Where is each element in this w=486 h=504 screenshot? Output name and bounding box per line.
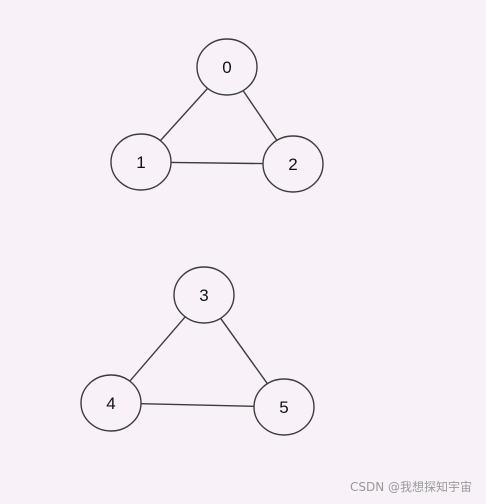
node-circle-3 [173, 266, 235, 324]
csdn-watermark: CSDN @我想探知宇宙 [349, 480, 472, 494]
node-label-0: 0 [222, 58, 231, 77]
node-5: 5 [253, 378, 315, 436]
node-label-5: 5 [279, 398, 288, 417]
edge-1-2 [170, 161, 264, 165]
node-circle-0 [196, 38, 258, 96]
node-2: 2 [262, 135, 324, 193]
node-label-2: 2 [288, 155, 297, 174]
node-circle-4 [80, 374, 142, 432]
edge-3-5 [220, 317, 268, 385]
node-label-1: 1 [136, 153, 145, 172]
node-4: 4 [80, 374, 142, 432]
edge-3-4 [129, 316, 186, 382]
edge-4-5 [140, 403, 255, 407]
node-circle-2 [262, 135, 324, 193]
node-label-4: 4 [106, 394, 115, 413]
graph-edges [129, 87, 278, 407]
edge-0-2 [242, 90, 278, 141]
node-1: 1 [110, 133, 172, 191]
graph-nodes: 0 1 2 3 4 5 [80, 38, 324, 436]
edge-0-1 [159, 87, 209, 142]
node-circle-5 [253, 378, 315, 436]
node-circle-1 [110, 133, 172, 191]
node-0: 0 [196, 38, 258, 96]
node-3: 3 [173, 266, 235, 324]
node-label-3: 3 [199, 286, 208, 305]
